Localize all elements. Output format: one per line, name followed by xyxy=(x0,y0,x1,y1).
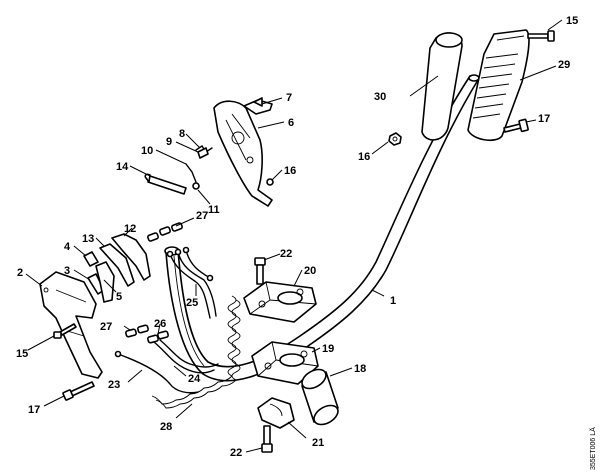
slide-switch-14 xyxy=(144,173,187,195)
grip-shell xyxy=(467,29,530,142)
callout-15-top: 15 xyxy=(566,15,578,27)
screw-15-left xyxy=(53,323,77,339)
callout-15-left: 15 xyxy=(16,348,28,360)
clamp-upper-20 xyxy=(243,281,317,323)
callout-16-middle: 16 xyxy=(284,165,296,177)
spring-4 xyxy=(83,251,99,267)
nut-16-right xyxy=(388,132,402,146)
callout-2: 2 xyxy=(17,267,23,279)
callout-21: 21 xyxy=(312,437,324,449)
screw-22-upper xyxy=(254,257,266,285)
leader-lines xyxy=(25,19,563,453)
callout-1: 1 xyxy=(390,295,396,307)
pin-10 xyxy=(185,163,197,183)
nut-16-small xyxy=(266,178,274,186)
cable-23 xyxy=(114,350,199,394)
screw-22-lower xyxy=(261,425,273,453)
interlock-5 xyxy=(95,261,115,303)
callout-25: 25 xyxy=(186,297,198,309)
clip-9 xyxy=(197,147,209,159)
grip-sleeve xyxy=(421,32,463,141)
callout-13: 13 xyxy=(82,233,94,245)
callout-12: 12 xyxy=(124,223,136,235)
callout-22-upper: 22 xyxy=(280,248,292,260)
washer-11 xyxy=(192,182,200,190)
callout-6: 6 xyxy=(288,117,294,129)
callout-5: 5 xyxy=(116,291,122,303)
callout-29: 29 xyxy=(558,59,570,71)
callouts: 1 2 3 4 5 6 7 8 9 10 11 12 13 14 15 15 1… xyxy=(16,15,578,459)
screw-15-top xyxy=(527,30,555,42)
callout-17-left: 17 xyxy=(28,404,40,416)
callout-22-lower: 22 xyxy=(230,447,242,459)
callout-26: 26 xyxy=(154,318,166,330)
wire-harness-25 xyxy=(166,246,217,319)
callout-27-lower: 27 xyxy=(100,321,112,333)
callout-14: 14 xyxy=(116,161,129,173)
callout-17-right: 17 xyxy=(538,113,550,125)
connector-27-lower xyxy=(125,324,149,338)
callout-27-upper: 27 xyxy=(196,210,208,222)
clamp-21 xyxy=(257,397,295,429)
screw-17-right xyxy=(503,118,529,133)
screw-17-left xyxy=(62,381,95,401)
callout-30: 30 xyxy=(374,91,386,103)
cable-24 xyxy=(153,339,219,374)
callout-10: 10 xyxy=(141,145,153,157)
drawing-code: 355ET006 LÄ xyxy=(589,427,597,470)
callout-20: 20 xyxy=(304,265,316,277)
callout-19: 19 xyxy=(322,343,334,355)
switch-housing xyxy=(213,100,273,207)
clamp-lower-19 xyxy=(251,341,319,385)
coiled-cable-28 xyxy=(151,295,241,409)
callout-8: 8 xyxy=(179,128,185,140)
callout-11: 11 xyxy=(208,204,220,216)
connector-27-upper xyxy=(147,222,183,242)
callout-16-right: 16 xyxy=(358,151,370,163)
trigger-12 xyxy=(111,233,151,281)
callout-23: 23 xyxy=(108,379,120,391)
callout-9: 9 xyxy=(166,136,172,148)
terminal-26 xyxy=(147,330,169,344)
callout-7: 7 xyxy=(286,92,292,104)
callout-28: 28 xyxy=(160,421,172,433)
callout-4: 4 xyxy=(64,241,71,253)
trigger-13 xyxy=(99,243,135,287)
callout-24: 24 xyxy=(188,373,201,385)
sleeve-18 xyxy=(301,368,339,426)
callout-18: 18 xyxy=(354,363,366,375)
callout-3: 3 xyxy=(64,265,70,277)
